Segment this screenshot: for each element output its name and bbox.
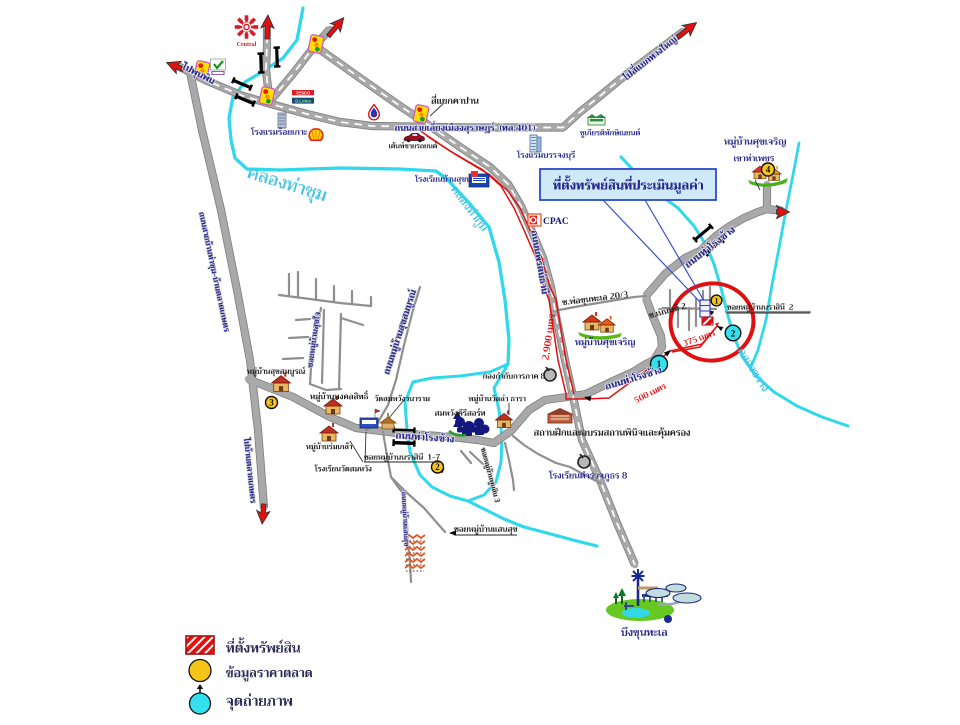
svg-text:1: 1 — [657, 360, 662, 371]
svg-text:2: 2 — [731, 329, 736, 339]
svg-text:2: 2 — [435, 462, 440, 472]
svg-text:D.Lotus: D.Lotus — [295, 99, 311, 104]
svg-text:Central: Central — [237, 42, 257, 48]
svg-text:TESCO: TESCO — [296, 90, 311, 95]
svg-text:CPAC: CPAC — [543, 217, 569, 227]
svg-text:3: 3 — [269, 398, 274, 408]
svg-text:4: 4 — [766, 165, 771, 175]
svg-text:1: 1 — [715, 296, 719, 305]
